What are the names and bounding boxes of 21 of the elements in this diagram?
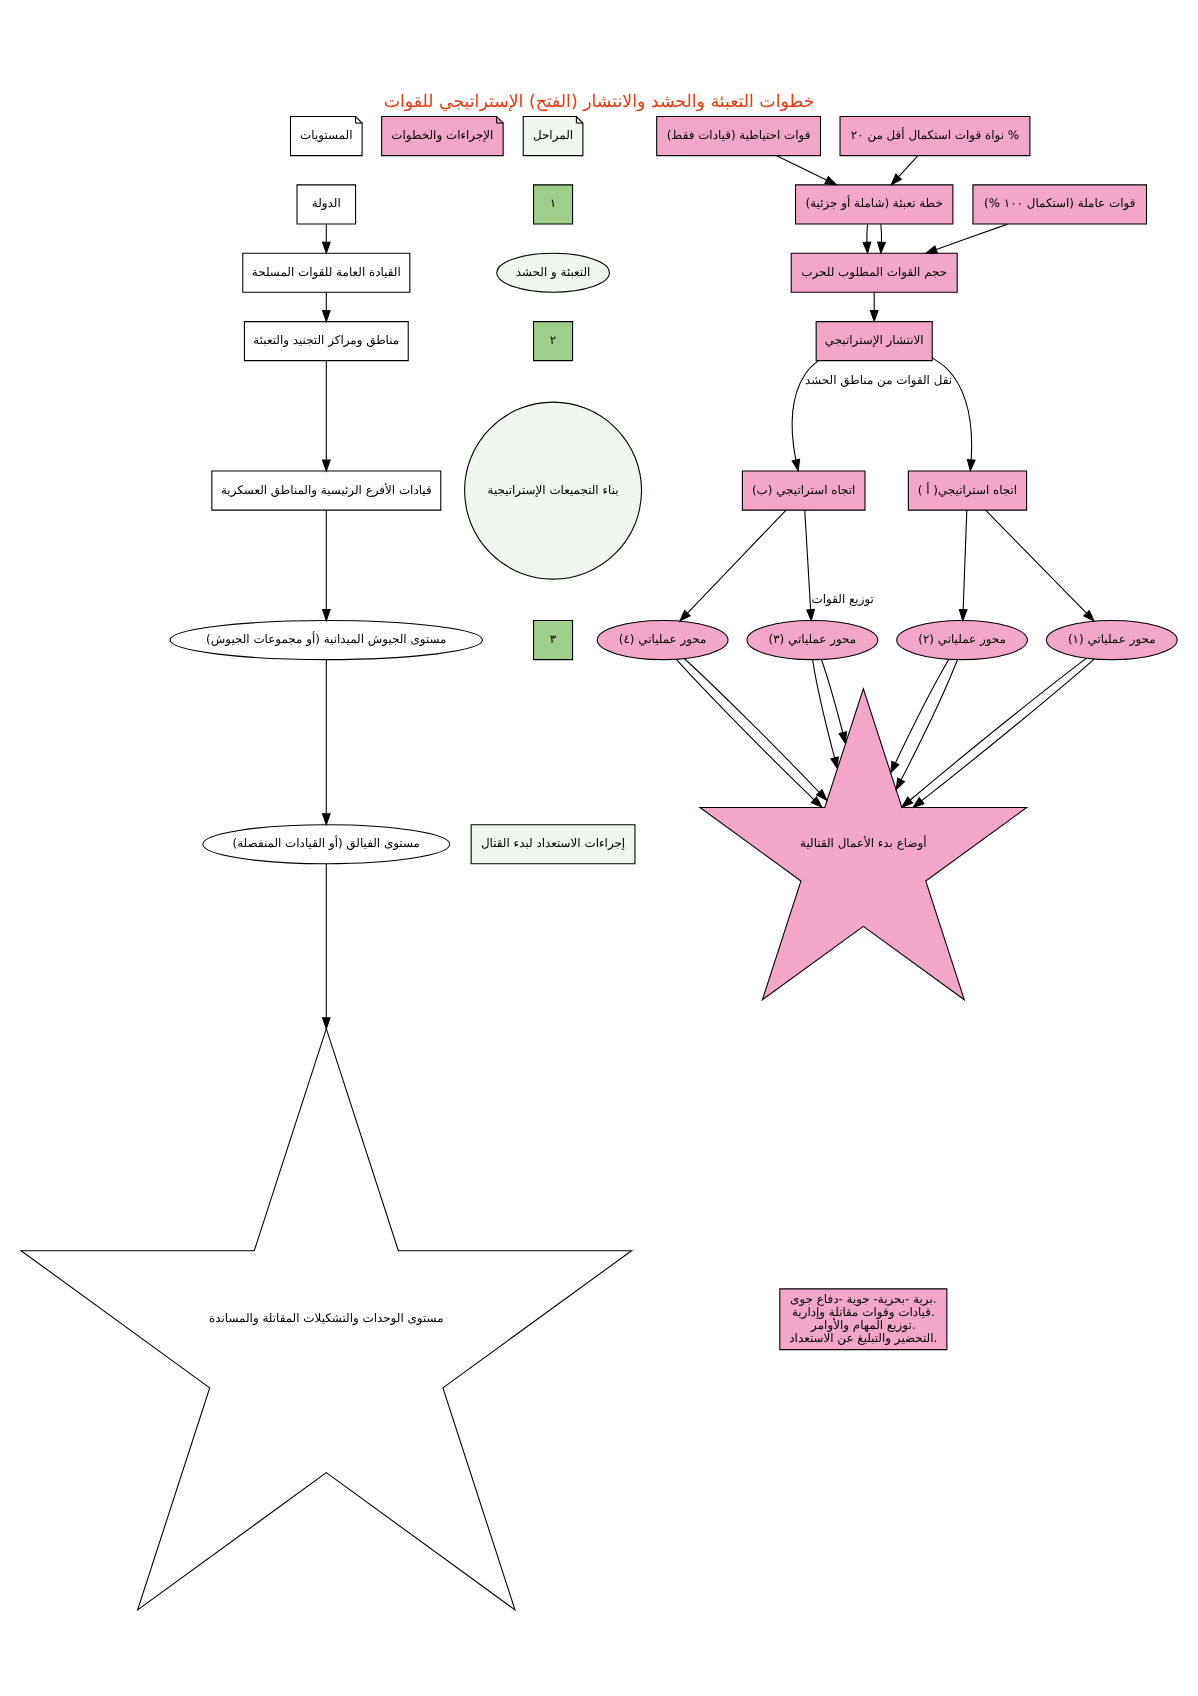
arrow <box>678 508 787 622</box>
arrow <box>931 356 976 472</box>
arrow <box>321 508 331 622</box>
arrow <box>321 359 331 472</box>
arrow <box>321 862 331 1030</box>
arrow <box>791 359 819 472</box>
diagram-title: خطوات التعبئة والحشد والانتشار (الفتح) الإستراتيجي للقوات <box>383 91 815 112</box>
arrow <box>876 222 887 254</box>
arrow <box>924 222 1009 253</box>
arrow <box>985 508 1096 622</box>
arrow <box>321 658 331 826</box>
arrow <box>958 508 968 622</box>
arrow <box>895 658 958 790</box>
arrow <box>804 508 816 622</box>
arrow <box>812 658 839 769</box>
arrow <box>820 657 848 744</box>
arrow <box>890 154 919 185</box>
arrow <box>776 154 838 185</box>
arrow <box>890 657 950 774</box>
arrow <box>862 222 872 254</box>
arrow <box>321 222 331 254</box>
